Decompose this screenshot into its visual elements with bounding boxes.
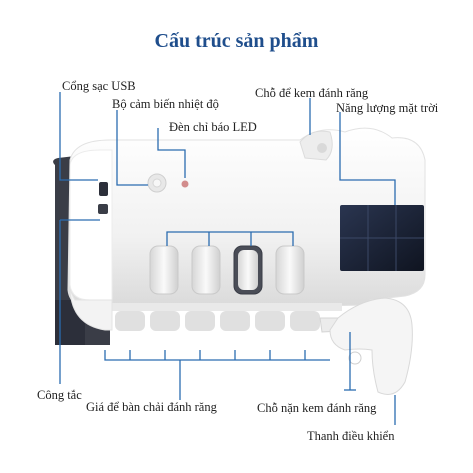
label-switch: Công tắc [37,388,82,402]
leader-lines [59,92,396,425]
label-paste-squeezer: Chỗ nặn kem đánh răng [257,401,377,415]
switch-button-icon [98,204,108,214]
label-brush-holder: Giá để bàn chải đánh răng [86,400,217,414]
label-led: Đèn chỉ báo LED [169,120,257,134]
led-indicator-icon [181,180,189,188]
label-solar: Năng lượng mặt trời [336,101,439,115]
front-left-face [69,149,113,301]
label-temp-sensor: Bộ cảm biến nhiệt độ [112,97,219,111]
bottom-ridge [112,303,342,311]
diagram-title: Cấu trúc sản phẩm [154,30,319,52]
label-charging-port: Cổng sạc USB [62,79,136,93]
bottom-bumps [115,311,320,331]
paste-holder-bump [299,130,333,161]
bottom-left-tray [69,289,113,331]
label-paste-holder: Chỗ để kem đánh răng [255,86,369,100]
solar-panel-icon [340,205,424,271]
label-lever: Thanh điều khiển [307,429,395,443]
usb-port-icon [99,182,108,196]
brush-slots [149,245,305,295]
control-lever [329,297,413,395]
